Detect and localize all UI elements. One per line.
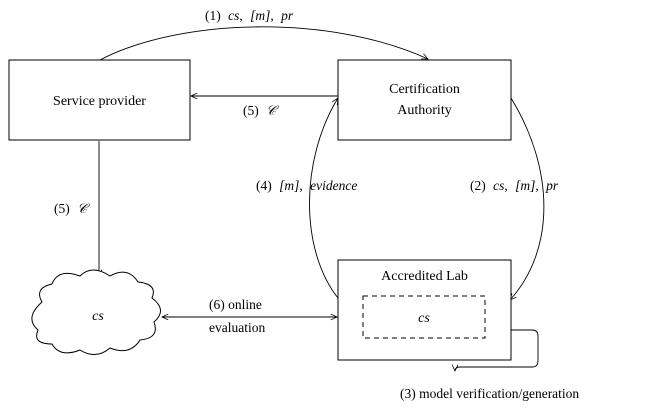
accredited-lab-label: Accredited Lab	[381, 269, 468, 284]
edge-4-label: (4) [m], evidence	[256, 178, 357, 193]
cloud-shape	[31, 269, 161, 355]
edge-3-self-loop	[455, 329, 539, 371]
service-provider-node: Service provider	[8, 59, 191, 141]
edge-6-label-line1: (6) online	[209, 297, 262, 312]
edge-3-label: (3) model verification/generation	[400, 386, 579, 401]
edge-5-left-label: (5) 𝒞	[54, 201, 91, 216]
accredited-lab-node: Accredited Lab cs	[337, 259, 512, 361]
edge-6-label-line2: evaluation	[209, 320, 265, 335]
edge-4-arrow	[309, 98, 339, 299]
lab-inner-dashed-box	[362, 295, 486, 339]
certification-authority-label-line2: Authority	[397, 103, 451, 118]
edge-1-label: (1) cs, [m], pr	[205, 8, 294, 23]
certification-authority-node: Certification Authority	[337, 59, 512, 141]
service-provider-label: Service provider	[53, 94, 146, 109]
edge-2-label: (2) cs, [m], pr	[470, 178, 559, 193]
certification-authority-label-line1: Certification	[389, 82, 460, 97]
edge-5-top-label: (5) 𝒞	[243, 103, 280, 118]
edge-1-arrow	[99, 26, 428, 61]
lab-inner-label: cs	[418, 311, 430, 326]
edge-2-arrow	[510, 97, 545, 300]
cloud-label: cs	[92, 309, 104, 324]
cloud-node: cs	[31, 269, 161, 355]
